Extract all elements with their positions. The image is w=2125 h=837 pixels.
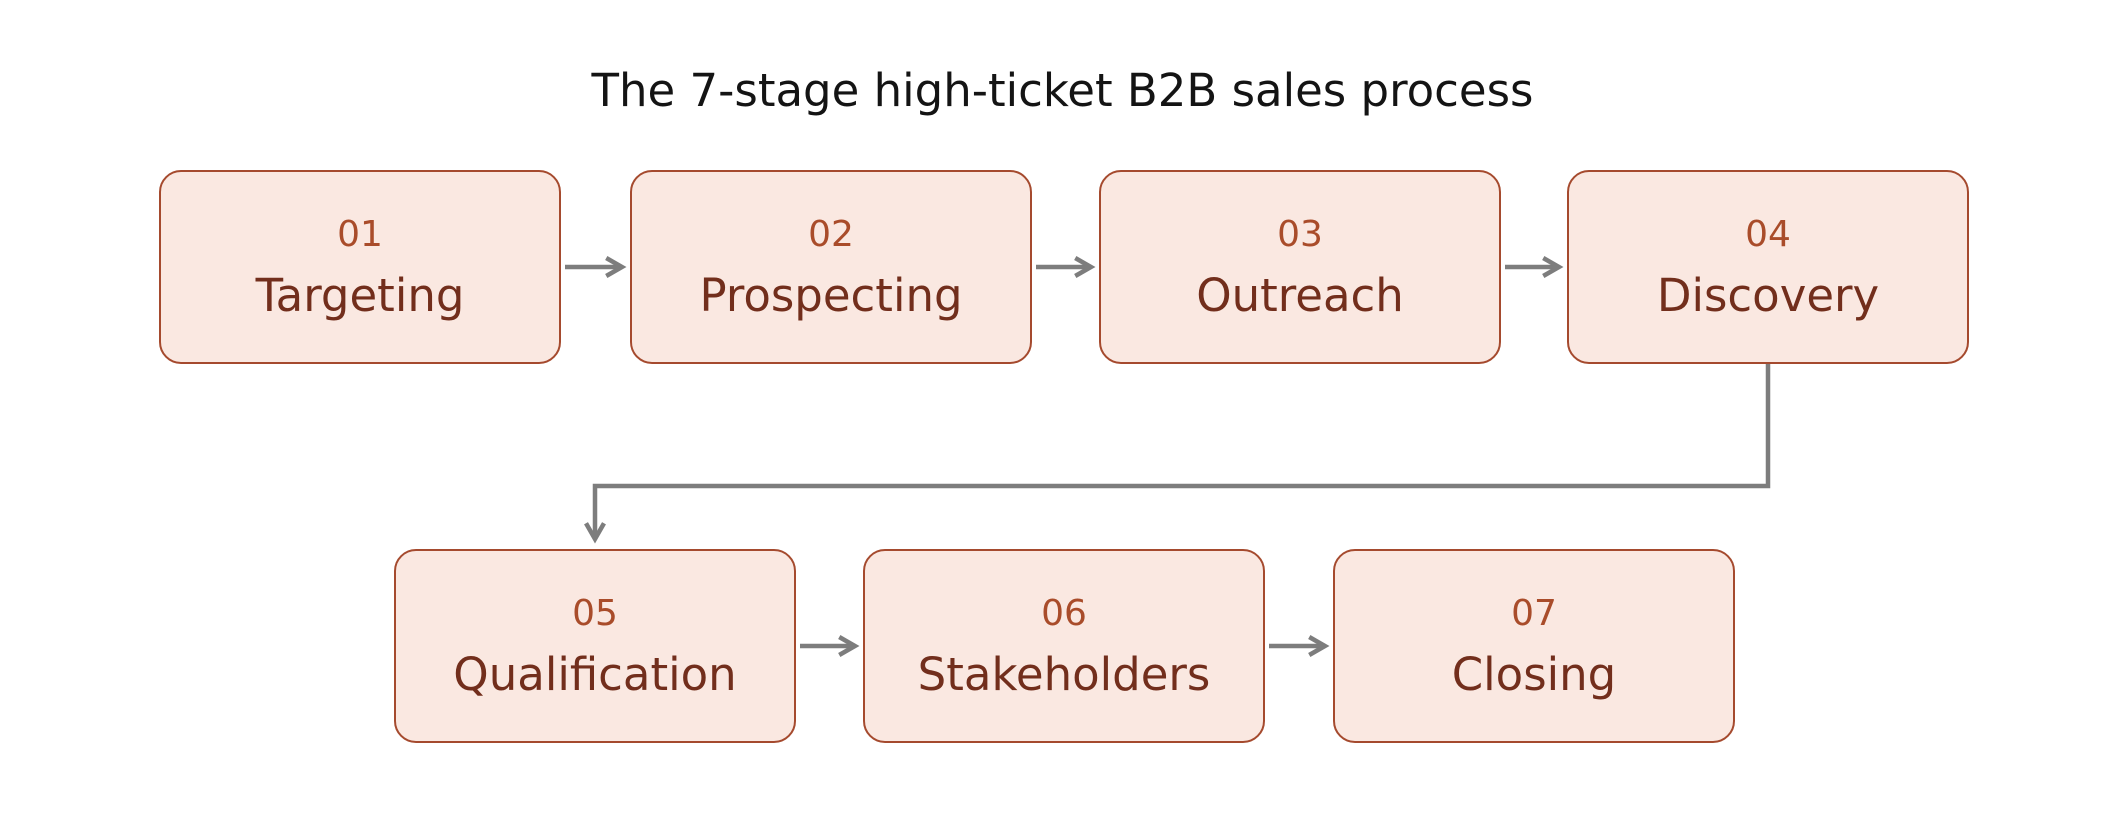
stage-number: 03 xyxy=(1277,213,1323,255)
stage-box-closing: 07 Closing xyxy=(1333,549,1735,743)
stage-label: Stakeholders xyxy=(917,647,1211,701)
stage-label: Qualification xyxy=(453,647,737,701)
stage-label: Targeting xyxy=(255,268,465,322)
stage-number: 06 xyxy=(1041,592,1087,634)
stage-number: 04 xyxy=(1745,213,1791,255)
stage-box-prospecting: 02 Prospecting xyxy=(630,170,1032,364)
stage-box-targeting: 01 Targeting xyxy=(159,170,561,364)
stage-box-outreach: 03 Outreach xyxy=(1099,170,1501,364)
stage-box-stakeholders: 06 Stakeholders xyxy=(863,549,1265,743)
stage-label: Discovery xyxy=(1656,268,1880,322)
stage-box-qualification: 05 Qualification xyxy=(394,549,796,743)
stage-box-discovery: 04 Discovery xyxy=(1567,170,1969,364)
diagram-title: The 7-stage high-ticket B2B sales proces… xyxy=(591,64,1534,117)
stage-number: 05 xyxy=(572,592,618,634)
stage-number: 02 xyxy=(808,213,854,255)
stage-label: Closing xyxy=(1451,647,1617,701)
stage-label: Prospecting xyxy=(699,268,963,322)
stage-number: 07 xyxy=(1511,592,1557,634)
stage-label: Outreach xyxy=(1196,268,1404,322)
connector-discovery-qualification-icon xyxy=(584,364,1771,544)
stage-number: 01 xyxy=(337,213,383,255)
